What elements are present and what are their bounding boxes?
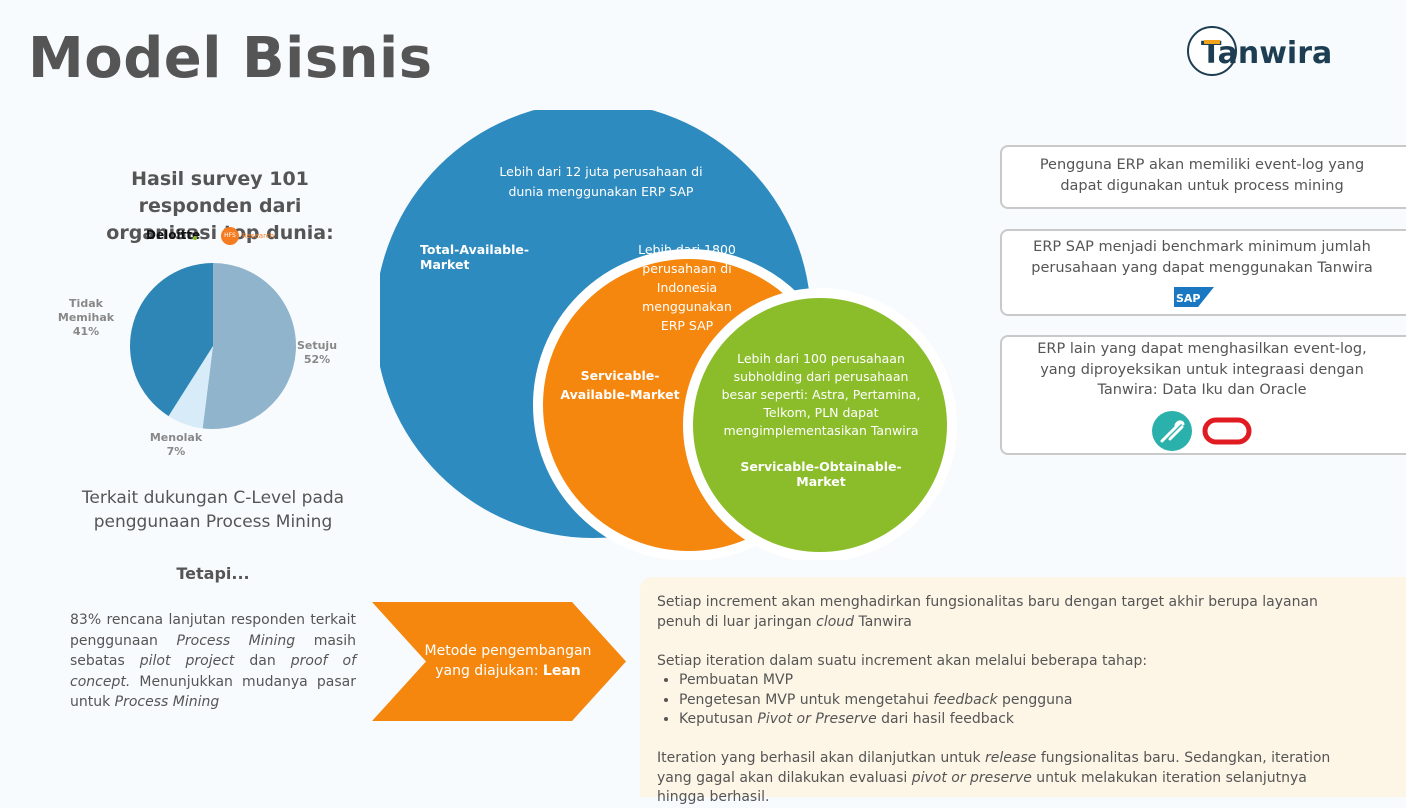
lean-description-text: Setiap increment akan menghadirkan fungs… bbox=[657, 593, 1347, 808]
other-erp-box: ERP lain yang dapat menghasilkan event-l… bbox=[1000, 335, 1406, 455]
deloitte-dot-icon bbox=[193, 236, 197, 240]
stage-list-item: Keputusan Pivot or Preserve dari hasil f… bbox=[679, 710, 1347, 730]
survey-note: 83% rencana lanjutan responden terkait p… bbox=[70, 612, 356, 710]
page-title: Model Bisnis bbox=[28, 26, 433, 91]
som-label: Servicable-Obtainable-Market bbox=[740, 459, 902, 489]
som-description: Lebih dari 100 perusahaan subholding dar… bbox=[721, 351, 921, 438]
som-circle bbox=[683, 288, 957, 560]
dataiku-logo-icon bbox=[1152, 411, 1192, 451]
stage-list-item: Pengetesan MVP untuk mengetahui feedback… bbox=[679, 691, 1347, 711]
pie-slice-tidak-memihak bbox=[130, 263, 213, 417]
erp-eventlog-box: Pengguna ERP akan memiliki event-log yan… bbox=[1000, 145, 1406, 209]
lean-description-panel: Setiap increment akan menghadirkan fungs… bbox=[640, 577, 1406, 805]
sam-label: Servicable-Available-Market bbox=[560, 368, 680, 402]
increment-paragraph: Setiap increment akan menghadirkan fungs… bbox=[657, 594, 1318, 630]
clevel-caption: Terkait dukungan C-Level pada penggunaan… bbox=[81, 488, 345, 532]
method-arrow bbox=[372, 602, 626, 721]
oracle-logo-icon bbox=[1202, 417, 1252, 445]
result-paragraph: Iteration yang berhasil akan dilanjutkan… bbox=[657, 750, 1331, 805]
hfs-research-text: Research bbox=[242, 232, 275, 240]
tam-description: Lebih dari 12 juta perusahaan di dunia m… bbox=[499, 164, 703, 199]
erp-eventlog-text: Pengguna ERP akan memiliki event-log yan… bbox=[1039, 157, 1365, 194]
method-text: Metode pengembangan yang diajukan: Lean bbox=[424, 643, 592, 679]
sap-benchmark-text: ERP SAP menjadi benchmark minimum jumlah… bbox=[1031, 239, 1373, 276]
sam-description: Lebih dari 1800 perusahaan di Indonesia … bbox=[638, 242, 736, 333]
iteration-paragraph: Setiap iteration dalam suatu increment a… bbox=[657, 652, 1148, 669]
sap-logo-text: SAP bbox=[1176, 292, 1201, 305]
sap-logo-icon: SAP bbox=[1174, 287, 1214, 307]
other-erp-text: ERP lain yang dapat menghasilkan event-l… bbox=[1037, 341, 1367, 398]
survey-pie-chart bbox=[130, 263, 296, 429]
logo-ring-icon bbox=[1187, 26, 1237, 76]
tam-label: Total-Available-Market bbox=[420, 242, 530, 272]
logo-text: Tanwira bbox=[1201, 36, 1333, 71]
logo-accent-icon bbox=[1204, 40, 1220, 44]
tanwira-logo: Tanwira bbox=[1187, 24, 1347, 82]
market-venn-diagram bbox=[380, 110, 957, 560]
sap-benchmark-box: ERP SAP menjadi benchmark minimum jumlah… bbox=[1000, 229, 1406, 316]
pie-slice-menolak bbox=[168, 346, 213, 429]
survey-title: Hasil survey 101 responden dari organisa… bbox=[106, 168, 334, 244]
deloitte-logo: Deloitte bbox=[146, 228, 201, 242]
tetapi-heading: Tetapi... bbox=[176, 564, 250, 583]
pie-slice-setuju bbox=[202, 263, 296, 429]
stage-list-item: Pembuatan MVP bbox=[679, 671, 1347, 691]
hfs-logo: HFS bbox=[221, 227, 239, 245]
method-arrow-shape bbox=[372, 602, 626, 721]
